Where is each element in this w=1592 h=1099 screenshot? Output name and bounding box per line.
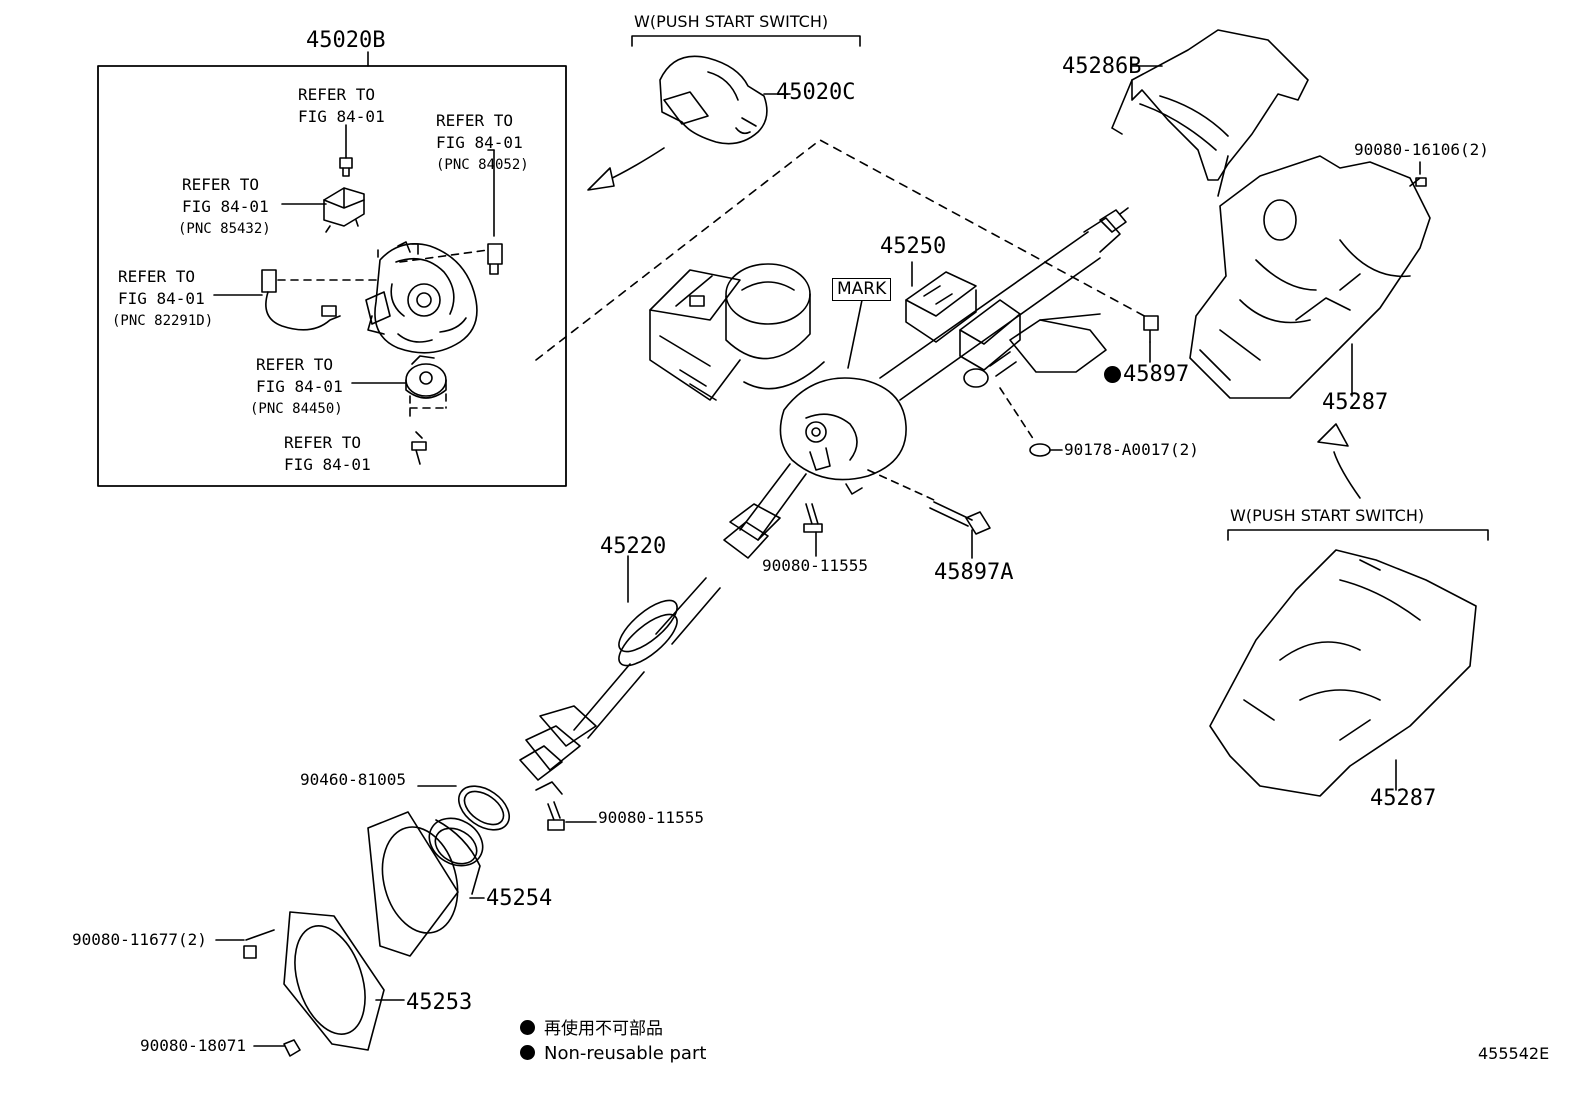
mark-box: MARK [832, 278, 892, 301]
legend-dot-jp [520, 1020, 535, 1035]
label-45253: 45253 [406, 990, 473, 1015]
label-45020b: 45020B [306, 28, 386, 53]
label-push-start-top: W(PUSH START SWITCH) [634, 12, 829, 31]
arrow-to-box [603, 147, 665, 183]
upper-cover-45286b [1111, 29, 1309, 197]
ignition-switch-assembly [261, 124, 503, 465]
label-45897a: 45897A [934, 560, 1014, 585]
push-start-switch-45020c [659, 55, 791, 145]
label-90080-18071: 90080-18071 [140, 1036, 246, 1055]
label-45020c: 45020C [776, 80, 856, 105]
non-reusable-dot [1104, 366, 1121, 383]
dashed-link-box-to-column [535, 139, 1149, 361]
push-start-bracket-top [631, 35, 861, 47]
arrow-up-to-cover [1333, 451, 1361, 499]
inset-leaders [213, 203, 407, 384]
push-start-bracket-bottom [1227, 529, 1489, 541]
label-push-start-bottom: W(PUSH START SWITCH) [1230, 506, 1425, 525]
label-45254: 45254 [486, 886, 553, 911]
column-dashed-lines [867, 387, 1035, 501]
label-45250: 45250 [880, 234, 947, 259]
lower-cover-45287-top [1189, 155, 1431, 399]
dash-seal-components [215, 785, 510, 1057]
label-90080-11555-b: 90080-11555 [598, 808, 704, 827]
legend-jp: 再使用不可部品 [520, 1020, 663, 1038]
legend-en: Non-reusable part [520, 1045, 706, 1063]
figure-id: 455542E [1478, 1044, 1550, 1063]
label-90460-81005: 90460-81005 [300, 770, 406, 789]
label-45897: 45897 [1104, 364, 1189, 386]
label-45287-bottom: 45287 [1370, 786, 1437, 811]
inset-box-45020b [97, 65, 567, 487]
label-45287-top: 45287 [1322, 390, 1389, 415]
lower-cover-45287-bottom [1209, 549, 1477, 797]
label-90178-a0017: 90178-A0017(2) [1064, 440, 1199, 459]
label-45220: 45220 [600, 534, 667, 559]
label-90080-11677: 90080-11677(2) [72, 930, 207, 949]
label-90080-11555-a: 90080-11555 [762, 556, 868, 575]
label-90080-16106: 90080-16106(2) [1354, 140, 1489, 159]
inset-dashed-lines [277, 249, 489, 419]
legend-dot-en [520, 1045, 535, 1060]
small-hardware [547, 315, 1159, 831]
steering-column-main [519, 207, 1129, 795]
label-45286b: 45286B [1062, 54, 1142, 79]
